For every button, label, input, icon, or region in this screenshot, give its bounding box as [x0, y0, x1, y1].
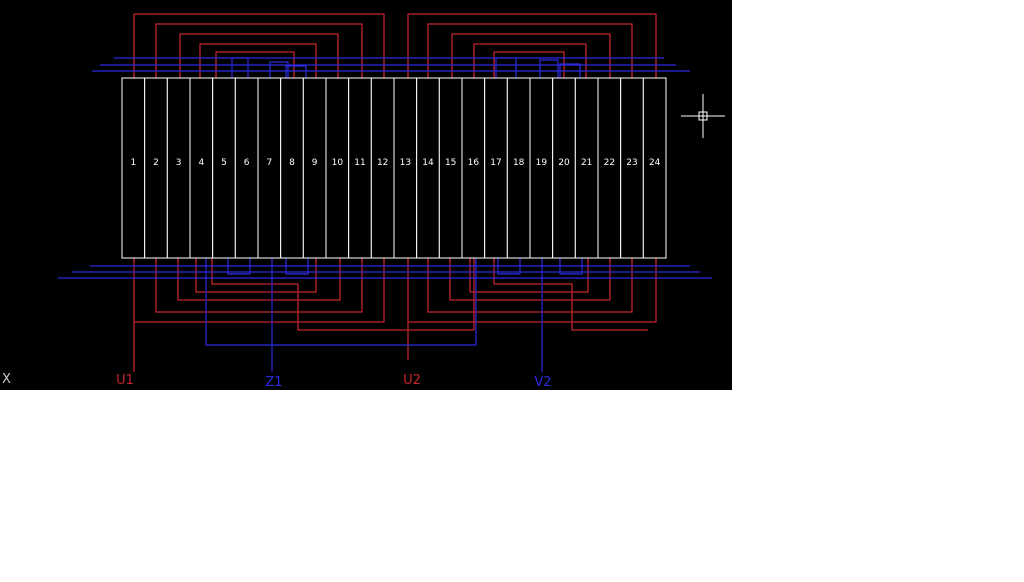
- slot-4: 4: [189, 77, 214, 259]
- slot-outline: [370, 77, 395, 259]
- slot-7: 7: [257, 77, 282, 259]
- slot-10: 10: [325, 77, 350, 259]
- slot-outline: [166, 77, 191, 259]
- slot-outline: [212, 77, 236, 259]
- slot-number: 3: [176, 158, 182, 168]
- slot-16: 16: [461, 77, 486, 259]
- slot-outline: [144, 77, 168, 259]
- slot-17: 17: [484, 77, 508, 259]
- slot-18: 18: [506, 77, 531, 259]
- slot-9: 9: [302, 77, 327, 259]
- slot-number: 18: [513, 158, 525, 168]
- slot-number: 4: [198, 158, 204, 168]
- slot-22: 22: [597, 77, 622, 259]
- slot-5: 5: [212, 77, 236, 259]
- slot-outline: [302, 77, 327, 259]
- slot-outline: [552, 77, 576, 259]
- slot-number: 9: [312, 158, 318, 168]
- slot-14: 14: [416, 77, 440, 259]
- slot-outline: [348, 77, 372, 259]
- blue-top-connections: [92, 57, 690, 78]
- slot-number: 14: [422, 158, 434, 168]
- slot-3: 3: [166, 77, 191, 259]
- slot-number: 21: [581, 158, 592, 168]
- slot-number: 15: [445, 158, 456, 168]
- terminal-z1-label: Z1: [265, 375, 282, 390]
- slot-outline: [461, 77, 486, 259]
- slot-outline: [234, 77, 259, 259]
- slot-20: 20: [552, 77, 576, 259]
- slot-outline: [393, 77, 418, 259]
- slot-19: 19: [529, 77, 554, 259]
- slot-number: 5: [221, 158, 227, 168]
- slot-number: 20: [558, 158, 570, 168]
- slot-1: 1: [121, 77, 146, 259]
- slot-outline: [280, 77, 304, 259]
- slot-outline: [484, 77, 508, 259]
- slot-outline: [416, 77, 440, 259]
- ucs-x-axis-label: X: [2, 372, 11, 387]
- slot-number: 2: [153, 158, 159, 168]
- slot-number: 8: [289, 158, 295, 168]
- slot-outline: [620, 77, 644, 259]
- slot-outline: [257, 77, 282, 259]
- slot-outline: [597, 77, 622, 259]
- blue-bottom-connections: [58, 258, 712, 372]
- slot-outline: [189, 77, 214, 259]
- terminal-u2-label: U2: [403, 373, 421, 388]
- slot-13: 13: [393, 77, 418, 259]
- slot-number: 24: [649, 158, 661, 168]
- slot-number: 19: [536, 158, 548, 168]
- slot-6: 6: [234, 77, 259, 259]
- slot-number: 17: [490, 158, 501, 168]
- slot-11: 11: [348, 77, 372, 259]
- slot-number: 12: [377, 158, 388, 168]
- slot-outline: [574, 77, 599, 259]
- slot-21: 21: [574, 77, 599, 259]
- slot-number: 1: [130, 158, 136, 168]
- slot-outline: [642, 77, 667, 259]
- slot-number: 13: [400, 158, 411, 168]
- slot-outline: [121, 77, 146, 259]
- red-bottom-connections: [133, 258, 657, 372]
- red-top-connections: [133, 13, 657, 78]
- slot-15: 15: [438, 77, 463, 259]
- slot-23: 23: [620, 77, 644, 259]
- crosshair-cursor-icon: [681, 94, 725, 138]
- slot-outline: [529, 77, 554, 259]
- slot-number: 7: [266, 158, 272, 168]
- terminal-v2-label: V2: [534, 375, 551, 390]
- slot-number: 16: [468, 158, 480, 168]
- slot-number: 6: [244, 158, 250, 168]
- slot-number: 23: [626, 158, 637, 168]
- slot-number: 22: [604, 158, 615, 168]
- terminal-u1-label: U1: [116, 373, 134, 388]
- slot-outline: [506, 77, 531, 259]
- slot-12: 12: [370, 77, 395, 259]
- slot-24: 24: [642, 77, 667, 259]
- slot-number: 10: [332, 158, 344, 168]
- slot-2: 2: [144, 77, 168, 259]
- slot-8: 8: [280, 77, 304, 259]
- slot-outline: [438, 77, 463, 259]
- slot-outline: [325, 77, 350, 259]
- slot-number: 11: [354, 158, 365, 168]
